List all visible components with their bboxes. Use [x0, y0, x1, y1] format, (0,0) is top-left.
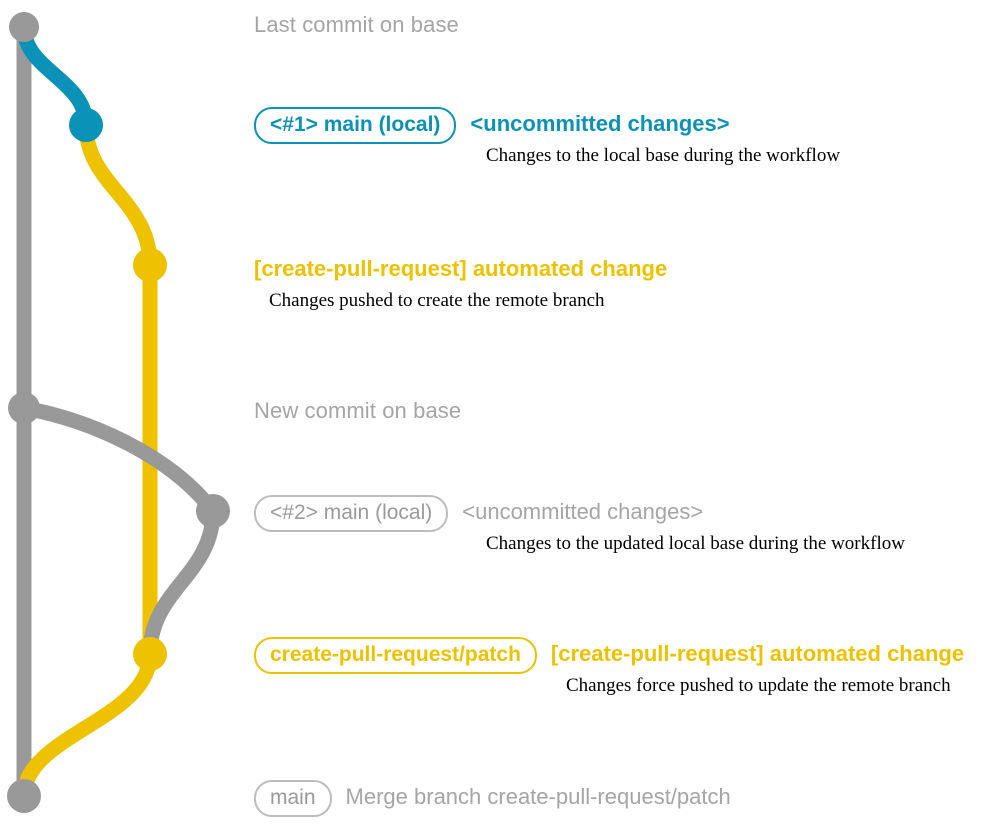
- commit-node-patch-2[interactable]: [133, 637, 167, 671]
- note-local-commit-1: Changes to the local base during the wor…: [486, 145, 841, 166]
- new-commit-label: New commit on base: [254, 398, 462, 423]
- row-last-commit: Last commit on base: [254, 12, 459, 38]
- edge-patch2-to-merge: [16, 646, 158, 804]
- edge-basenew-to-local2: [16, 400, 221, 519]
- branch-badge-main[interactable]: main: [254, 780, 332, 817]
- edge-local1-to-patch1: [78, 117, 158, 273]
- commit-node-local-2[interactable]: [196, 494, 230, 528]
- branch-badge-create-pull-request-patch[interactable]: create-pull-request/patch: [254, 637, 537, 674]
- note-local-commit-2: Changes to the updated local base during…: [486, 533, 905, 554]
- branch-badge-main-local-1[interactable]: <#1> main (local): [254, 107, 457, 144]
- note-automated-change-2: Changes force pushed to update the remot…: [566, 675, 951, 696]
- commit-node-base-new[interactable]: [8, 392, 40, 424]
- row-new-commit: New commit on base: [254, 398, 461, 424]
- commit-message-merge: Merge branch create-pull-request/patch: [345, 784, 731, 809]
- row-automated-change-2: create-pull-request/patch [create-pull-r…: [254, 637, 964, 674]
- commit-message-local-1: <uncommitted changes>: [470, 111, 730, 136]
- last-commit-label: Last commit on base: [254, 12, 459, 37]
- row-automated-change-1: [create-pull-request] automated change: [254, 252, 667, 284]
- branch-badge-main-local-2[interactable]: <#2> main (local): [254, 495, 449, 532]
- row-local-commit-1: <#1> main (local) <uncommitted changes>: [254, 107, 730, 144]
- commit-message-automated-change-1: [create-pull-request] automated change: [254, 256, 668, 281]
- edge-local2-to-patch2: [142, 503, 221, 662]
- row-merge-commit: main Merge branch create-pull-request/pa…: [254, 780, 731, 817]
- commit-node-patch-1[interactable]: [133, 248, 167, 282]
- commit-node-base-head[interactable]: [9, 12, 39, 42]
- commit-node-local-1[interactable]: [69, 108, 103, 142]
- commit-message-local-2: <uncommitted changes>: [462, 499, 704, 524]
- commit-message-automated-change-2: [create-pull-request] automated change: [550, 641, 965, 666]
- note-automated-change-1: Changes pushed to create the remote bran…: [269, 290, 605, 311]
- row-local-commit-2: <#2> main (local) <uncommitted changes>: [254, 495, 703, 532]
- commit-node-merge[interactable]: [7, 779, 41, 813]
